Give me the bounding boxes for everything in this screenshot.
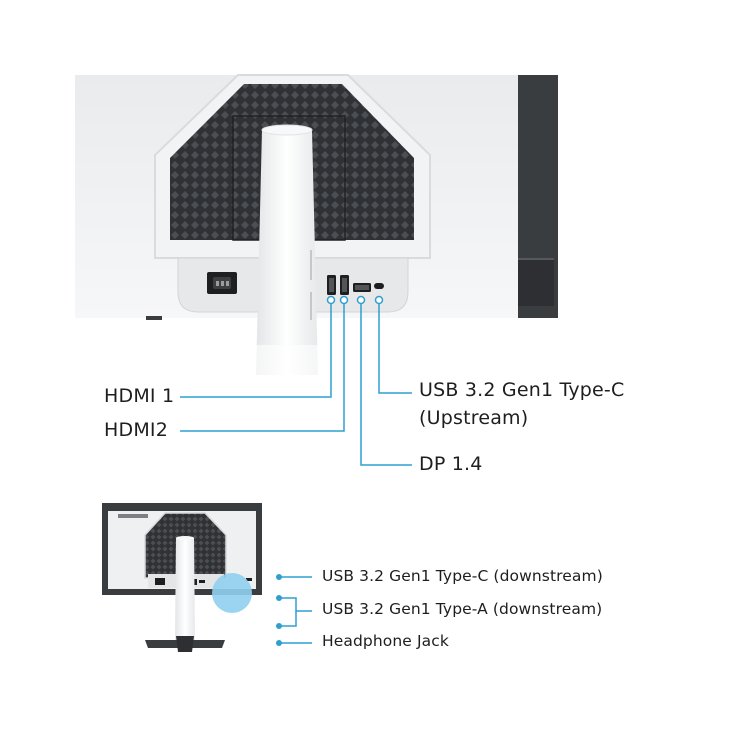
top-callout-lines [180, 300, 412, 466]
highlight-circle [212, 573, 252, 613]
hdmi1-label: HDMI 1 [104, 385, 175, 407]
bottom-callout-lines [281, 576, 312, 644]
monitor-small-view [102, 503, 262, 652]
dp-label: DP 1.4 [419, 453, 483, 475]
headphone-jack-label: Headphone Jack [322, 632, 449, 650]
stand-neck [256, 130, 318, 375]
usbc-downstream-label: USB 3.2 Gen1 Type-C (downstream) [322, 567, 603, 585]
usba-downstream-label: USB 3.2 Gen1 Type-A (downstream) [322, 600, 603, 618]
usbc-port [374, 283, 384, 289]
usbc-upstream-label-line1: USB 3.2 Gen1 Type-C [419, 379, 625, 401]
hdmi2-label: HDMI2 [104, 419, 169, 441]
usbc-upstream-label-line2: (Upstream) [419, 407, 529, 429]
